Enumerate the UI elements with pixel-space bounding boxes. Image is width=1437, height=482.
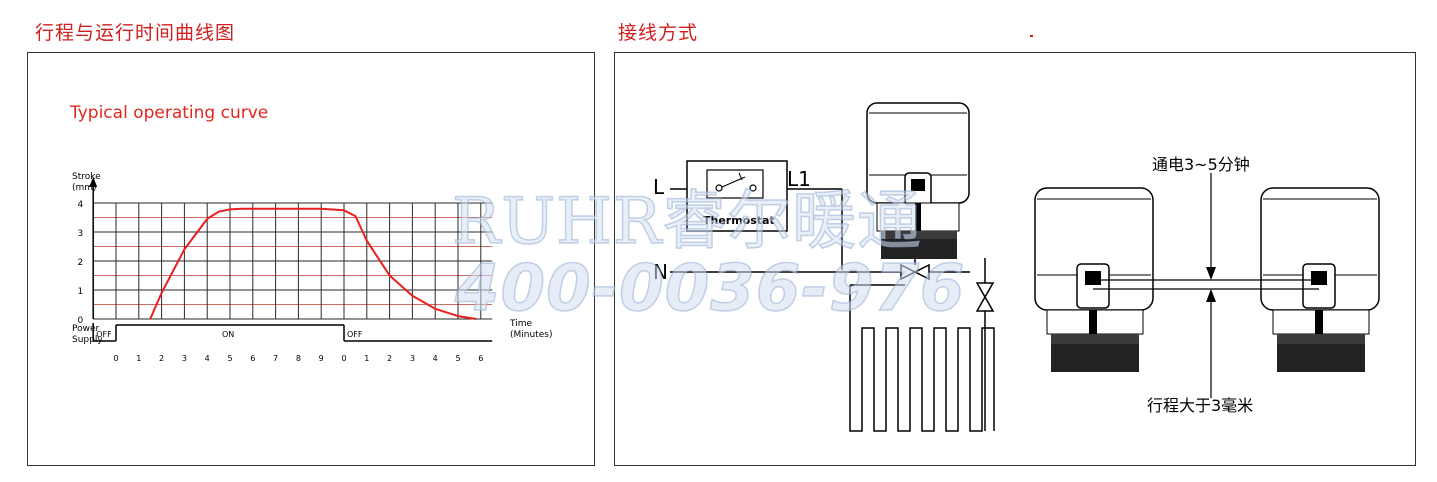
stroke-arrow-down-head — [1206, 267, 1216, 280]
label-L: L — [653, 175, 665, 199]
wiring-diagram: L L1 N Thermostat — [653, 102, 1380, 432]
x-tick-label: 4 — [433, 354, 438, 363]
switch-contact-left — [715, 184, 723, 192]
y-tick-label: 1 — [77, 287, 83, 297]
x-tick-label: 3 — [410, 354, 415, 363]
y-tick-label: 0 — [77, 316, 83, 326]
label-L1: L1 — [787, 167, 811, 191]
y-tick-label: 3 — [77, 229, 83, 239]
x-axis-label: (Minutes) — [510, 330, 552, 340]
thermostat-label: Thermostat — [703, 214, 775, 227]
power-segment-label: OFF — [347, 330, 363, 339]
valve-vertical-icon — [975, 282, 995, 312]
stroke-arrow-up-head — [1206, 289, 1216, 302]
power-supply-label: Supply — [72, 335, 103, 345]
y-axis-arrow — [89, 176, 98, 188]
x-tick-label: 8 — [296, 354, 301, 363]
x-tick-label: 4 — [205, 354, 210, 363]
stroke-curve-line — [149, 207, 477, 320]
x-tick-label: 7 — [273, 354, 278, 363]
y-axis-label: (mm) — [72, 183, 97, 193]
left-heading: 行程与运行时间曲线图 — [35, 22, 236, 44]
thermostat-switch-frame — [706, 169, 764, 199]
heating-coil — [849, 285, 995, 432]
x-tick-label: 1 — [136, 354, 141, 363]
y-tick-label: 4 — [77, 200, 83, 210]
x-tick-label: 3 — [182, 354, 187, 363]
x-tick-label: 2 — [387, 354, 392, 363]
x-tick-label: 5 — [455, 354, 460, 363]
x-tick-label: 9 — [319, 354, 324, 363]
chart-title: Typical operating curve — [70, 103, 269, 123]
actuator-main-icon — [866, 102, 970, 259]
x-tick-label: 0 — [113, 354, 118, 363]
red-dot-mark — [1030, 35, 1033, 37]
x-tick-label: 2 — [159, 354, 164, 363]
x-tick-label: 5 — [227, 354, 232, 363]
y-axis-label: Stroke — [72, 172, 101, 182]
x-tick-label: 6 — [478, 354, 483, 363]
label-N: N — [653, 260, 668, 284]
valve-main-icon — [900, 263, 930, 281]
wiring-panel: L L1 N Thermostat — [614, 52, 1416, 466]
operating-curve-panel: Typical operating curve 0 1 2 3 4 Stroke(mm) O… — [27, 52, 595, 466]
note-stroke: 行程大于3毫米 — [1147, 396, 1253, 415]
right-heading: 接线方式 — [618, 22, 699, 44]
x-tick-label: 1 — [364, 354, 369, 363]
power-segment-label: OFF — [96, 330, 112, 339]
power-segment-label: ON — [222, 330, 234, 339]
y-tick-label: 2 — [77, 258, 83, 268]
x-tick-label: 6 — [250, 354, 255, 363]
power-supply-label: Power — [72, 324, 100, 334]
note-power-on: 通电3~5分钟 — [1152, 155, 1250, 174]
switch-contact-right — [749, 184, 757, 192]
x-tick-label: 0 — [341, 354, 346, 363]
x-axis-label: Time — [509, 319, 532, 329]
